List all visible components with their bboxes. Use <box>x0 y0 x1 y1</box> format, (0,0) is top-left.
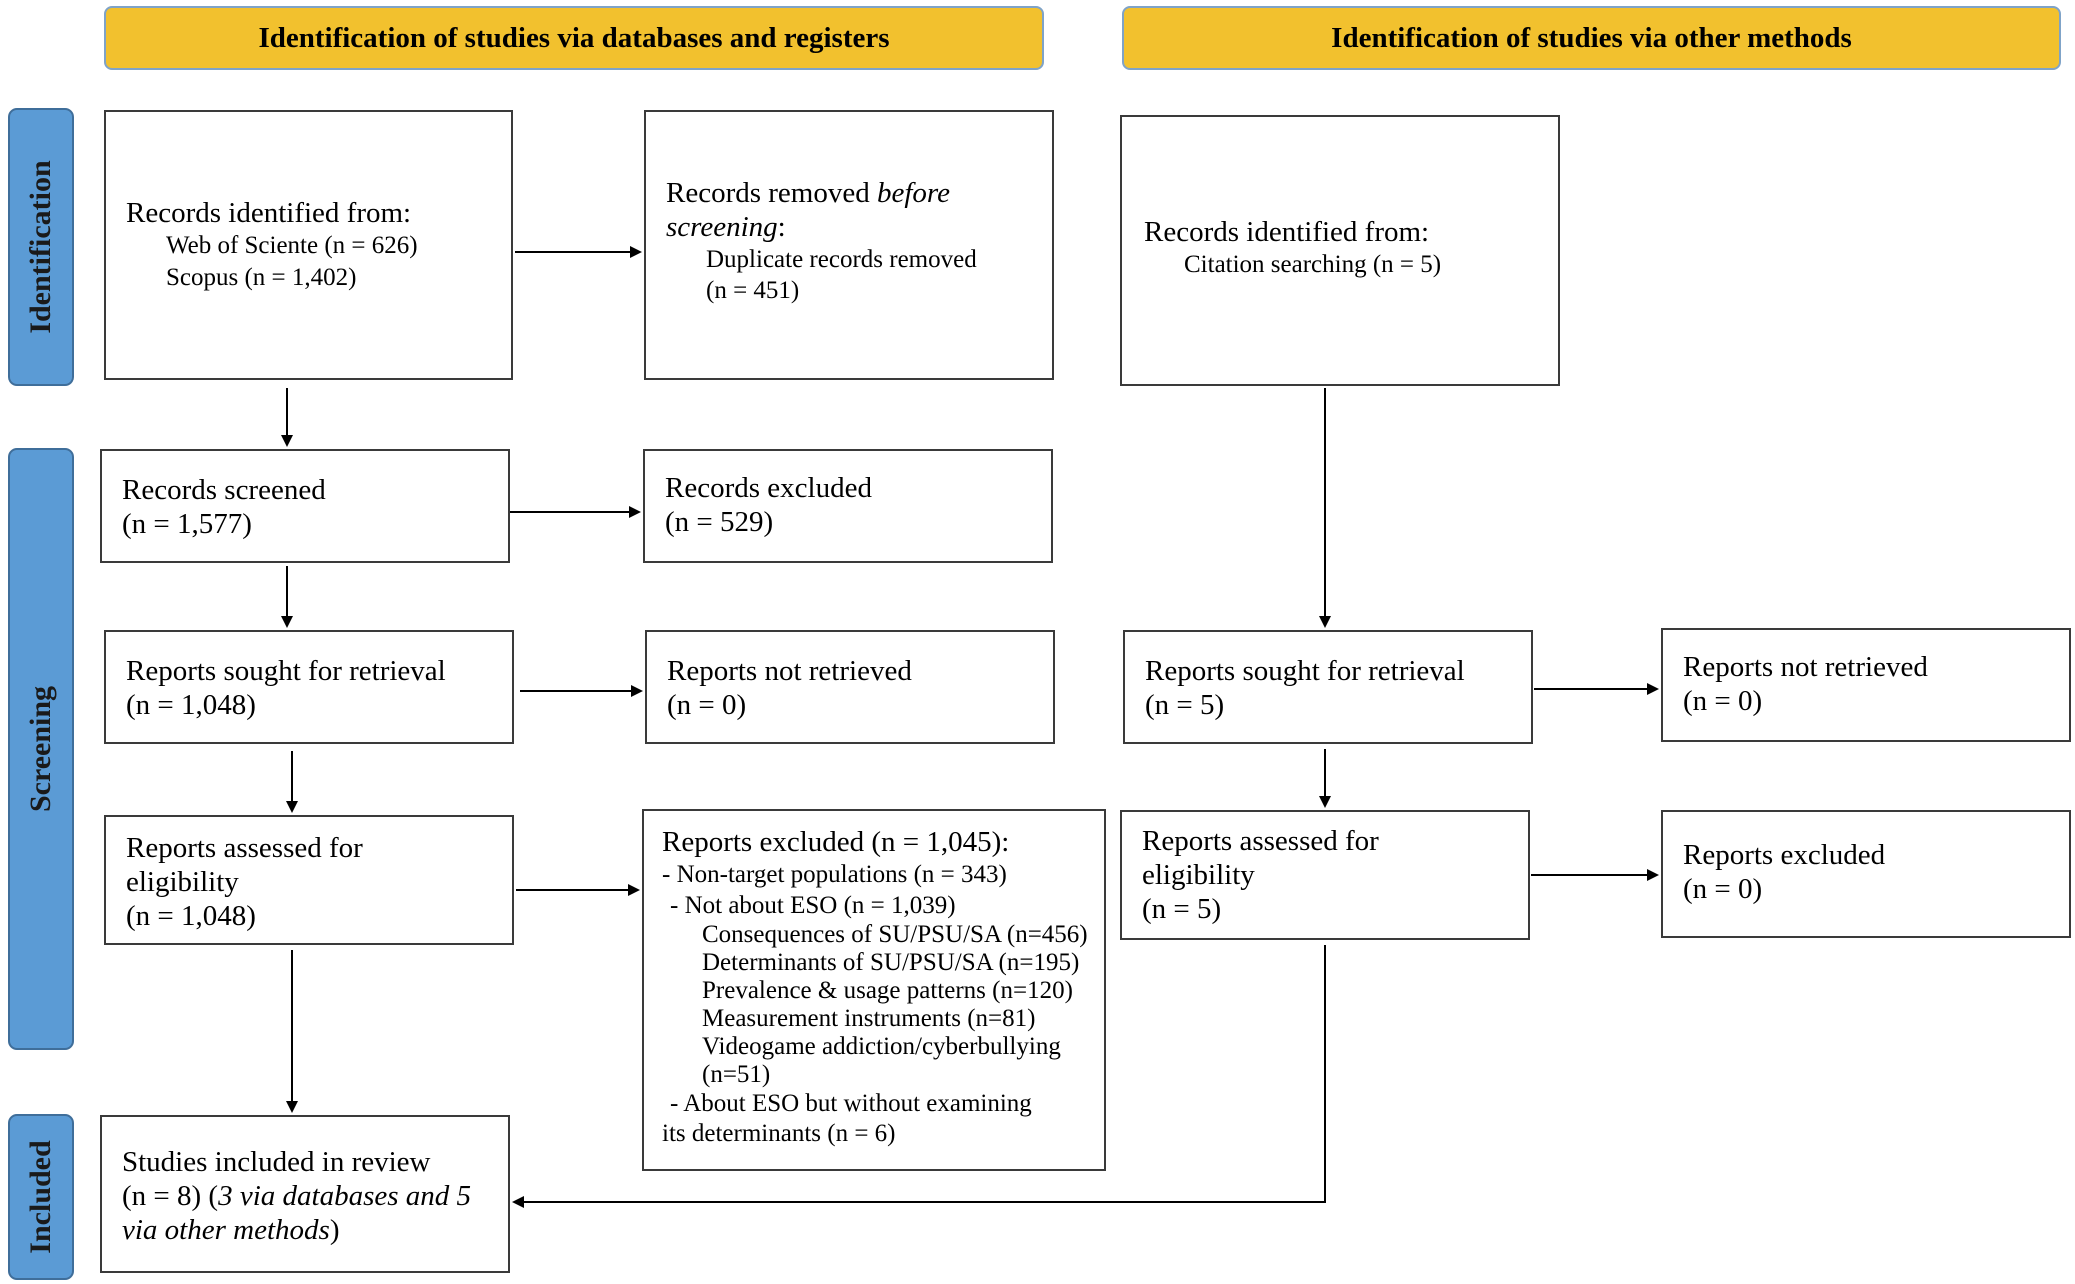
other-reports-assessed-title2: eligibility <box>1142 859 1255 891</box>
other-reports-assessed-box: Reports assessed for eligibility (n = 5) <box>1120 810 1530 940</box>
records-excluded-title: Records excluded <box>665 472 872 504</box>
other-reports-assessed-count: (n = 5) <box>1142 893 1222 925</box>
duplicates-removed: Duplicate records removed <box>706 246 977 273</box>
records-excluded-box: Records excluded (n = 529) <box>643 449 1053 563</box>
reports-assessed-count: (n = 1,048) <box>126 900 256 932</box>
records-removed-title: Records removed <box>666 177 877 209</box>
exclusion-determinants: Determinants of SU/PSU/SA (n=195) <box>702 949 1080 976</box>
stage-screening: Screening <box>8 448 74 1050</box>
exclusion-consequences: Consequences of SU/PSU/SA (n=456) <box>702 921 1088 948</box>
stage-identification: Identification <box>8 108 74 386</box>
other-reports-excluded-title: Reports excluded <box>1683 839 1886 871</box>
records-removed-italic: before screening <box>666 177 951 243</box>
source-scopus: Scopus (n = 1,402) <box>166 264 357 291</box>
reports-not-retrieved-title: Reports not retrieved <box>667 655 912 687</box>
records-identified-title: Records identified from: <box>126 197 412 229</box>
studies-included-close: ) <box>329 1214 340 1246</box>
other-reports-excluded-count: (n = 0) <box>1683 873 1763 905</box>
exclusion-about-eso: - About ESO but without examining <box>670 1090 1032 1117</box>
reports-sought-count: (n = 1,048) <box>126 689 256 721</box>
other-records-identified-box: Records identified from: Citation search… <box>1120 115 1560 386</box>
header-other-label: Identification of studies via other meth… <box>1331 21 1852 54</box>
header-other-methods: Identification of studies via other meth… <box>1122 6 2061 70</box>
other-reports-excluded-box: Reports excluded (n = 0) <box>1661 810 2071 938</box>
studies-included-title: Studies included in review <box>122 1146 431 1178</box>
other-reports-not-retrieved-count: (n = 0) <box>1683 685 1763 717</box>
exclusion-non-target: - Non-target populations (n = 343) <box>662 861 1007 888</box>
studies-included-italic1: 3 via databases and 5 <box>218 1180 472 1212</box>
records-identified-box: Records identified from: Web of Sciente … <box>104 110 513 380</box>
exclusion-about-eso-count: its determinants (n = 6) <box>662 1120 896 1147</box>
other-reports-not-retrieved-box: Reports not retrieved (n = 0) <box>1661 628 2071 742</box>
other-reports-sought-title: Reports sought for retrieval <box>1145 655 1465 687</box>
reports-assessed-box: Reports assessed for eligibility (n = 1,… <box>104 815 514 945</box>
other-reports-sought-count: (n = 5) <box>1145 689 1225 721</box>
reports-assessed-title2: eligibility <box>126 866 239 898</box>
studies-included-box: Studies included in review (n = 8) (3 vi… <box>100 1115 510 1273</box>
reports-excluded-box: Reports excluded (n = 1,045): - Non-targ… <box>642 809 1106 1171</box>
exclusion-not-eso: - Not about ESO (n = 1,039) <box>670 892 956 919</box>
source-wos: Web of Sciente (n = 626) <box>166 232 418 259</box>
header-databases-label: Identification of studies via databases … <box>258 21 890 54</box>
exclusion-videogame: Videogame addiction/cyberbullying <box>702 1033 1061 1060</box>
studies-included-italic2: via other methods <box>122 1214 330 1246</box>
header-databases: Identification of studies via databases … <box>104 6 1044 70</box>
exclusion-videogame-count: (n=51) <box>702 1061 771 1088</box>
arrow-other-to-included <box>512 945 1326 1208</box>
reports-excluded-title: Reports excluded (n = 1,045): <box>662 826 1010 858</box>
records-removed-colon: : <box>777 211 786 243</box>
other-reports-sought-box: Reports sought for retrieval (n = 5) <box>1123 630 1533 744</box>
reports-assessed-title: Reports assessed for <box>126 832 363 864</box>
other-records-identified-title: Records identified from: <box>1144 216 1430 248</box>
exclusion-measurement: Measurement instruments (n=81) <box>702 1005 1036 1032</box>
records-excluded-count: (n = 529) <box>665 506 774 538</box>
records-removed-box: Records removed before screening: Duplic… <box>644 110 1054 380</box>
reports-sought-box: Reports sought for retrieval (n = 1,048) <box>104 630 514 744</box>
stage-included: Included <box>8 1114 74 1280</box>
reports-not-retrieved-count: (n = 0) <box>667 689 747 721</box>
other-reports-assessed-title: Reports assessed for <box>1142 825 1379 857</box>
records-screened-box: Records screened (n = 1,577) <box>100 449 510 563</box>
records-screened-title: Records screened <box>122 474 326 506</box>
reports-sought-title: Reports sought for retrieval <box>126 655 446 687</box>
studies-included-count: (n = 8) ( <box>122 1180 219 1212</box>
other-reports-not-retrieved-title: Reports not retrieved <box>1683 651 1928 683</box>
exclusion-prevalence: Prevalence & usage patterns (n=120) <box>702 977 1073 1004</box>
records-screened-count: (n = 1,577) <box>122 508 252 540</box>
citation-searching: Citation searching (n = 5) <box>1184 251 1442 278</box>
reports-not-retrieved-box: Reports not retrieved (n = 0) <box>645 630 1055 744</box>
duplicates-count: (n = 451) <box>706 277 800 304</box>
